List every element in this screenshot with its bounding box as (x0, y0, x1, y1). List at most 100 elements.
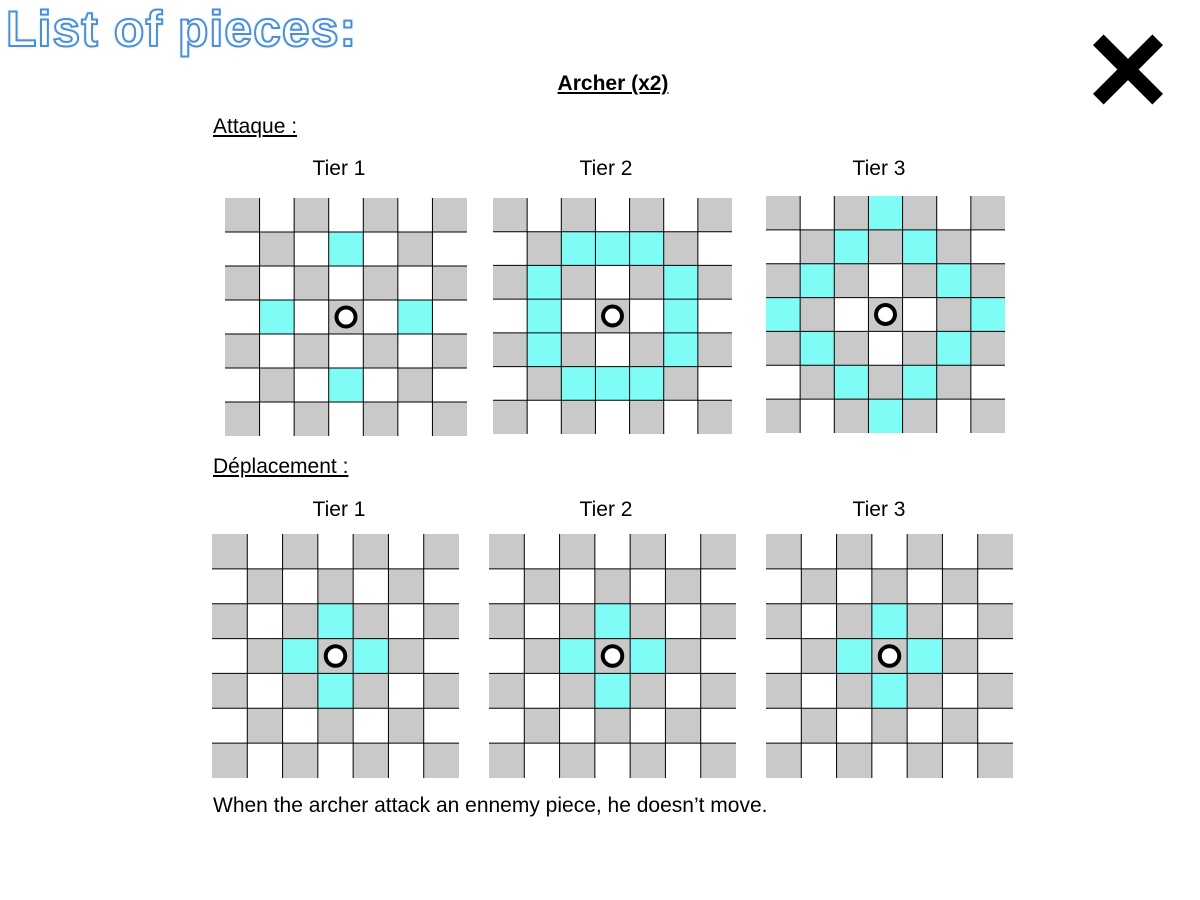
board-square (766, 743, 802, 778)
board-square (697, 299, 732, 333)
board-square (559, 568, 595, 604)
board-square (942, 708, 978, 744)
movement-tier-3-label: Tier 3 (852, 498, 906, 521)
board-square (836, 568, 872, 604)
board-square (247, 708, 283, 744)
board-square (766, 229, 801, 264)
board-square (936, 196, 971, 230)
board-square (977, 673, 1013, 709)
board-square (907, 743, 943, 778)
highlighted-square (629, 231, 664, 266)
board-square (489, 534, 525, 569)
board-square (353, 708, 389, 744)
highlighted-square (594, 603, 631, 639)
board-square (766, 708, 802, 744)
highlighted-square (630, 638, 666, 674)
board-square (868, 263, 903, 298)
highlighted-square (936, 331, 971, 366)
highlighted-square (397, 300, 433, 334)
board-square (561, 265, 596, 300)
highlighted-square (595, 231, 630, 266)
board-square (294, 368, 329, 402)
highlighted-square (317, 673, 354, 709)
board-square (836, 534, 872, 569)
highlighted-square (561, 231, 596, 266)
highlighted-square (936, 263, 971, 298)
board-square (594, 568, 631, 604)
board-square (524, 673, 560, 709)
board-square (363, 368, 398, 402)
board-square (225, 232, 260, 266)
board-square (247, 534, 283, 569)
highlighted-square (527, 332, 562, 367)
board-square (423, 708, 459, 744)
board-square (907, 603, 943, 639)
board-square (907, 534, 943, 569)
board-square (282, 673, 318, 709)
close-x-icon[interactable] (1082, 24, 1174, 116)
board-square (595, 265, 630, 300)
highlighted-square (800, 331, 835, 366)
board-square (977, 534, 1013, 569)
board-square (423, 568, 459, 604)
board-square (766, 568, 802, 604)
board-square (225, 402, 260, 436)
board-svg (766, 534, 1013, 778)
board-square (294, 266, 329, 300)
board-square (397, 266, 433, 300)
movement-tier-1-grid (212, 534, 459, 778)
board-square (800, 365, 835, 400)
board-square (697, 231, 732, 266)
board-square (766, 603, 802, 639)
rule-note: When the archer attack an ennemy piece, … (213, 794, 768, 817)
attack-tier-2-grid (493, 198, 732, 434)
board-square (801, 743, 837, 778)
board-square (871, 568, 908, 604)
board-square (397, 334, 433, 368)
board-square (595, 400, 630, 434)
board-square (524, 603, 560, 639)
attack-tier-1-label: Tier 1 (312, 157, 366, 180)
board-square (936, 365, 971, 400)
board-square (388, 568, 424, 604)
board-square (247, 568, 283, 604)
attack-tier-3-grid (766, 196, 1005, 433)
board-square (700, 638, 736, 674)
board-square (834, 263, 869, 298)
board-square (766, 263, 801, 298)
board-square (970, 229, 1005, 264)
board-square (259, 266, 295, 300)
board-square (561, 400, 596, 434)
board-square (697, 332, 732, 367)
board-square (247, 603, 283, 639)
board-square (489, 638, 525, 674)
board-square (630, 568, 666, 604)
board-square (527, 366, 562, 401)
board-square (432, 266, 467, 300)
board-square (630, 743, 666, 778)
board-square (432, 198, 467, 232)
board-square (317, 743, 354, 778)
board-square (317, 534, 354, 569)
highlighted-square (663, 299, 698, 333)
board-square (766, 638, 802, 674)
highlighted-square (317, 603, 354, 639)
board-square (700, 743, 736, 778)
highlighted-square (527, 265, 562, 300)
board-square (665, 568, 701, 604)
board-square (595, 198, 630, 232)
highlighted-square (766, 297, 801, 332)
highlighted-square (559, 638, 595, 674)
board-square (665, 708, 701, 744)
board-square (907, 568, 943, 604)
board-square (493, 299, 528, 333)
board-square (259, 368, 295, 402)
board-square (363, 300, 398, 334)
movement-tier-1-label: Tier 1 (312, 498, 366, 521)
board-square (493, 265, 528, 300)
board-square (432, 402, 467, 436)
board-square (801, 673, 837, 709)
board-square (595, 332, 630, 367)
board-square (388, 638, 424, 674)
board-square (489, 743, 525, 778)
